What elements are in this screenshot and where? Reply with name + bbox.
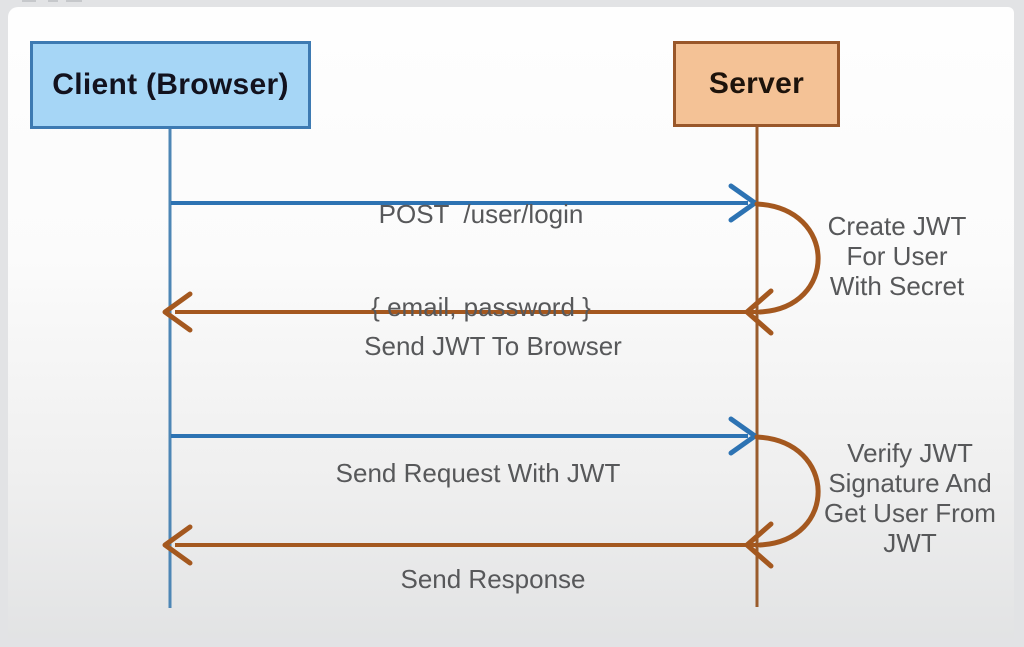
- self-action-line: JWT: [883, 528, 937, 558]
- actor-client-box: Client (Browser): [30, 41, 311, 129]
- message-line: POST /user/login: [378, 199, 584, 229]
- self-action-create-jwt-label: Create JWT For User With Secret: [797, 211, 997, 301]
- message-line: { email, password }: [371, 292, 591, 322]
- video-edge-dash: [66, 0, 82, 2]
- self-loop-create-jwt: [754, 201, 821, 315]
- self-action-line: Verify JWT: [847, 438, 973, 468]
- self-action-line: For User: [846, 241, 948, 271]
- self-loop-verify-jwt: [754, 434, 821, 548]
- message-send-response-label: Send Response: [243, 502, 743, 647]
- actor-server-label: Server: [708, 67, 805, 100]
- message-post-login-label: POST /user/login { email, password }: [281, 137, 681, 385]
- message-line: Send JWT To Browser: [364, 331, 622, 361]
- self-action-line: Create JWT: [827, 211, 967, 241]
- video-edge-dash: [22, 0, 36, 2]
- arrow-send-jwt-head: [162, 291, 193, 333]
- actor-server-box: Server: [673, 41, 840, 127]
- message-line: Send Response: [400, 564, 586, 594]
- message-send-jwt-label: Send JWT To Browser: [243, 269, 743, 424]
- self-action-verify-jwt-label: Verify JWT Signature And Get User From J…: [810, 438, 1010, 558]
- actor-client-label: Client (Browser): [52, 68, 289, 101]
- self-action-line: With Secret: [829, 271, 965, 301]
- message-line: Send Request With JWT: [335, 458, 621, 488]
- self-action-line: Signature And: [828, 468, 992, 498]
- video-edge-dash: [48, 0, 58, 2]
- message-send-request-label: Send Request With JWT: [228, 396, 728, 551]
- self-action-line: Get User From: [824, 498, 996, 528]
- arrow-send-response-head: [162, 524, 193, 566]
